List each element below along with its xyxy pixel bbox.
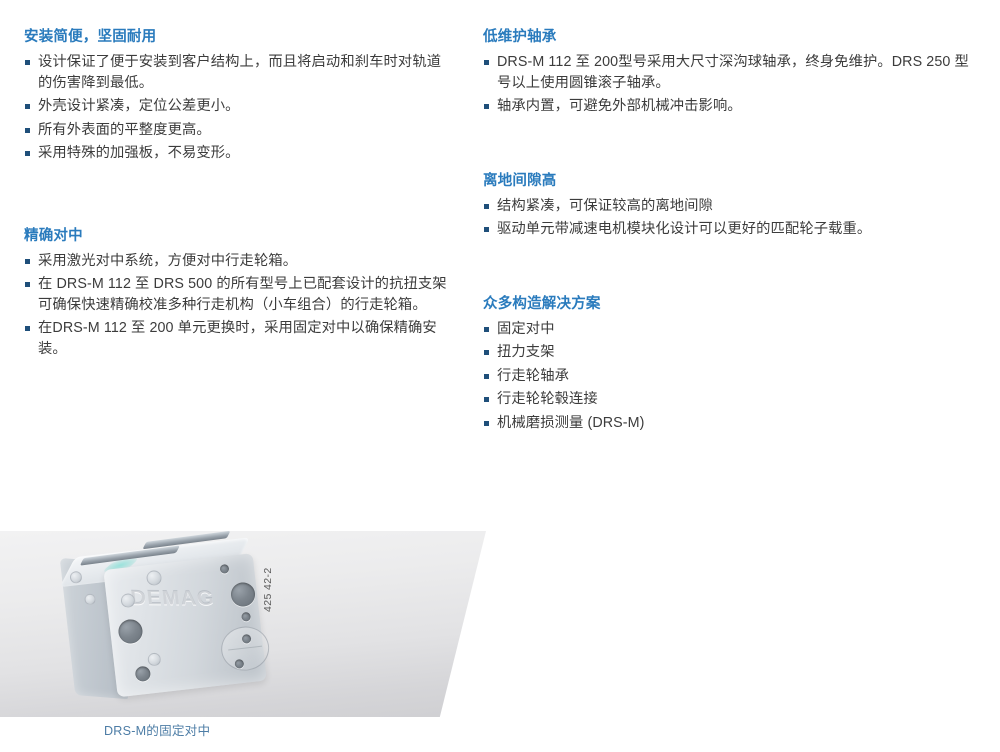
list-item: 设计保证了便于安装到客户结构上，而且将启动和刹车时对轨道的伤害降到最低。	[24, 52, 454, 93]
right-column: 低维护轴承 DRS-M 112 至 200型号采用大尺寸深沟球轴承，终身免维护。…	[483, 0, 983, 436]
bullet-list: 采用激光对中系统，方便对中行走轮箱。 在 DRS-M 112 至 DRS 500…	[24, 251, 454, 360]
section-precise-alignment: 精确对中 采用激光对中系统，方便对中行走轮箱。 在 DRS-M 112 至 DR…	[24, 227, 454, 360]
spacer	[483, 243, 983, 295]
list-item-text: 驱动单元带减速电机模块化设计可以更好的匹配轮子载重。	[497, 221, 872, 237]
section-low-maintenance-bearings: 低维护轴承 DRS-M 112 至 200型号采用大尺寸深沟球轴承，终身免维护。…	[483, 28, 983, 117]
figure-image-code: 425 42-2	[262, 567, 274, 612]
list-item-text: 所有外表面的平整度更高。	[38, 121, 211, 138]
list-item: 扭力支架	[483, 342, 983, 363]
boss-pad	[147, 652, 162, 667]
list-item-text: 在 DRS-M 112 至 DRS 500 的所有型号上已配套设计的抗扭支架可确…	[38, 276, 447, 313]
list-item: 轴承内置，可避免外部机械冲击影响。	[483, 96, 983, 117]
bullet-square-icon	[484, 350, 489, 355]
bore-hole	[117, 618, 144, 645]
brand-emboss-text: DEMAG	[129, 586, 216, 610]
list-item: 所有外表面的平整度更高。	[24, 120, 454, 141]
list-item: 采用特殊的加强板，不易变形。	[24, 143, 454, 164]
list-item: 外壳设计紧凑，定位公差更小。	[24, 96, 454, 117]
list-item: 固定对中	[483, 319, 983, 340]
list-item: 驱动单元带减速电机模块化设计可以更好的匹配轮子载重。	[483, 219, 983, 240]
boss-pad	[120, 592, 136, 609]
list-item-text: 在DRS-M 112 至 200 单元更换时，采用固定对中以确保精确安装。	[38, 320, 437, 357]
list-item-text: 外壳设计紧凑，定位公差更小。	[38, 98, 240, 114]
inspection-cover	[218, 624, 272, 674]
product-photo: DEMAG	[0, 530, 500, 731]
bullet-square-icon	[484, 60, 489, 65]
gearbox-front-face: DEMAG	[103, 553, 272, 698]
section-heading: 离地间隙高	[483, 172, 557, 189]
list-item-text: 结构紧凑，可保证较高的离地间隙	[497, 197, 713, 214]
list-item-text: 采用特殊的加强板，不易变形。	[38, 145, 240, 161]
list-item: DRS-M 112 至 200型号采用大尺寸深沟球轴承，终身免维护。DRS 25…	[483, 52, 983, 93]
bullet-square-icon	[25, 258, 30, 264]
list-item-text: 行走轮轴承	[497, 367, 569, 384]
list-item-text: 轴承内置，可避免外部机械冲击影响。	[497, 98, 742, 114]
bolt-hole	[241, 611, 252, 622]
section-heading: 低维护轴承	[483, 29, 557, 45]
left-column: 安装简便，坚固耐用 设计保证了便于安装到客户结构上，而且将启动和刹车时对轨道的伤…	[24, 0, 454, 362]
gearbox-illustration: DEMAG	[54, 530, 286, 716]
bullet-square-icon	[484, 104, 489, 109]
bullet-square-icon	[484, 420, 489, 426]
bullet-square-icon	[484, 397, 489, 402]
list-item: 在 DRS-M 112 至 DRS 500 的所有型号上已配套设计的抗扭支架可确…	[24, 274, 454, 315]
list-item: 行走轮轮毂连接	[483, 389, 983, 410]
list-item-text: 行走轮轮毂连接	[497, 391, 598, 407]
list-item: 行走轮轴承	[483, 366, 983, 387]
bullet-square-icon	[484, 373, 489, 379]
section-design-solutions: 众多构造解决方案 固定对中 扭力支架 行走轮轴承 行走轮轮毂连接	[483, 295, 983, 434]
list-item-text: 采用激光对中系统，方便对中行走轮箱。	[38, 252, 298, 269]
bullet-list: 固定对中 扭力支架 行走轮轴承 行走轮轮毂连接 机械磨损测量 (DRS-M)	[483, 319, 983, 434]
section-heading: 众多构造解决方案	[483, 295, 601, 312]
list-item: 在DRS-M 112 至 200 单元更换时，采用固定对中以确保精确安装。	[24, 318, 454, 359]
spacer	[24, 167, 454, 227]
list-item: 机械磨损测量 (DRS-M)	[483, 413, 983, 434]
bullet-list: DRS-M 112 至 200型号采用大尺寸深沟球轴承，终身免维护。DRS 25…	[483, 52, 983, 117]
section-easy-installation: 安装简便，坚固耐用 设计保证了便于安装到客户结构上，而且将启动和刹车时对轨道的伤…	[24, 28, 454, 164]
bore-hole	[134, 665, 152, 683]
bullet-list: 结构紧凑，可保证较高的离地间隙 驱动单元带减速电机模块化设计可以更好的匹配轮子载…	[483, 196, 983, 240]
section-heading: 精确对中	[24, 227, 83, 244]
bullet-square-icon	[25, 151, 30, 156]
bore-hole	[229, 581, 257, 608]
list-item-text: DRS-M 112 至 200型号采用大尺寸深沟球轴承，终身免维护。DRS 25…	[497, 54, 969, 91]
spacer	[483, 120, 983, 172]
bullet-square-icon	[484, 203, 489, 209]
section-ground-clearance: 离地间隙高 结构紧凑，可保证较高的离地间隙 驱动单元带减速电机模块化设计可以更好…	[483, 172, 983, 240]
bullet-square-icon	[25, 326, 30, 331]
bullet-square-icon	[25, 60, 30, 65]
section-heading: 安装简便，坚固耐用	[24, 29, 157, 45]
bolt-hole	[219, 563, 230, 574]
list-item-text: 设计保证了便于安装到客户结构上，而且将启动和刹车时对轨道的伤害降到最低。	[38, 54, 442, 91]
bullet-square-icon	[25, 104, 30, 109]
list-item-text: 机械磨损测量 (DRS-M)	[497, 414, 645, 431]
list-item: 结构紧凑，可保证较高的离地间隙	[483, 196, 983, 217]
bullet-square-icon	[484, 326, 489, 332]
figure-caption: DRS-M的固定对中	[104, 724, 211, 738]
bullet-square-icon	[25, 282, 30, 287]
list-item: 采用激光对中系统，方便对中行走轮箱。	[24, 251, 454, 272]
list-item-text: 扭力支架	[497, 344, 555, 360]
list-item-text: 固定对中	[497, 320, 555, 337]
bullet-list: 设计保证了便于安装到客户结构上，而且将启动和刹车时对轨道的伤害降到最低。 外壳设…	[24, 52, 454, 164]
bullet-square-icon	[484, 227, 489, 232]
boss-pad	[145, 569, 163, 587]
bullet-square-icon	[25, 127, 30, 133]
